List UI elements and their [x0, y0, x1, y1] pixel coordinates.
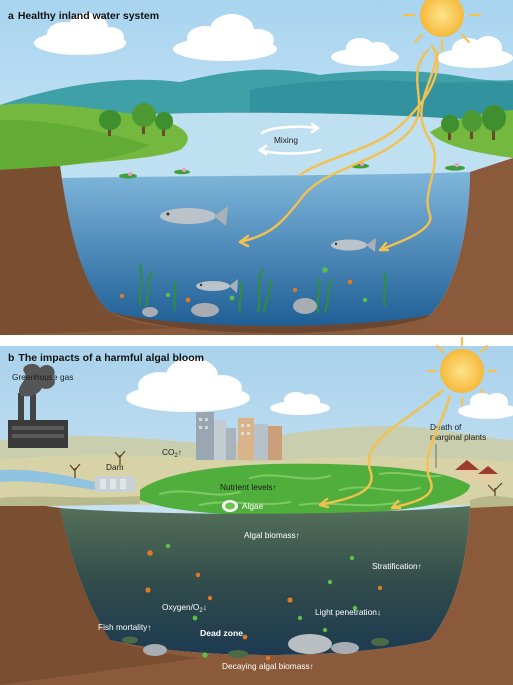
- cloud-icon: [458, 393, 513, 419]
- tree-icon: [441, 105, 506, 140]
- oxygen-label: Oxygen/O2↓: [162, 602, 207, 614]
- river: [0, 469, 95, 490]
- algae-swirls: [159, 471, 441, 507]
- aquatic-plants: [138, 264, 387, 313]
- light-rays: [238, 44, 440, 252]
- stratification-label: Stratification↑: [372, 561, 422, 571]
- cloud-icon: [173, 14, 277, 61]
- dam-label: Dam: [106, 462, 124, 472]
- fish-icon: [160, 206, 228, 226]
- algae-label: Algae: [242, 501, 264, 511]
- sun-icon: [402, 0, 482, 52]
- rocks: [142, 298, 317, 317]
- dam-icon: [95, 476, 135, 492]
- algal-biomass-label: Algal biomass↑: [244, 530, 300, 540]
- house-icon: [455, 460, 498, 484]
- decaying-biomass: [122, 634, 389, 658]
- light-rays: [318, 390, 452, 510]
- light-penetration-label: Light penetration↓: [315, 607, 381, 617]
- fish-mortality-label: Fish mortality↑: [98, 622, 151, 632]
- water-lily-icon: [119, 162, 465, 179]
- co2-label: CO2↑: [162, 447, 182, 459]
- greenhouse-gas-label: Greenhouse gas: [12, 372, 73, 382]
- cloud-icon: [34, 13, 126, 55]
- nutrient-dots: [119, 267, 368, 303]
- decaying-algal-biomass-label: Decaying algal biomass↑: [222, 661, 314, 671]
- fish-icon: [331, 238, 376, 252]
- water-body-a: [60, 172, 470, 328]
- algae-cell-icon: [222, 500, 238, 512]
- cloud-icon: [331, 38, 399, 66]
- death-marginal-plants-label-2: marginal plants: [430, 432, 486, 442]
- cloud-icon: [270, 392, 330, 415]
- mixing-arrows-icon: [258, 122, 322, 156]
- cloud-icon: [126, 358, 250, 412]
- particles: [145, 543, 383, 661]
- fish-icon: [196, 279, 238, 293]
- cloud-icon: [437, 36, 513, 68]
- mixing-label: Mixing: [274, 135, 298, 145]
- water-body-b: [60, 506, 470, 655]
- panel-b: Greenhouse gas: [0, 336, 513, 685]
- city-icon: [196, 412, 282, 460]
- death-marginal-plants-label-1: Death of: [430, 422, 462, 432]
- factory-icon: [8, 363, 68, 448]
- dead-zone-label: Dead zone: [200, 628, 243, 638]
- tree-icon: [99, 103, 173, 136]
- nutrient-levels-label: Nutrient levels↑: [220, 482, 277, 492]
